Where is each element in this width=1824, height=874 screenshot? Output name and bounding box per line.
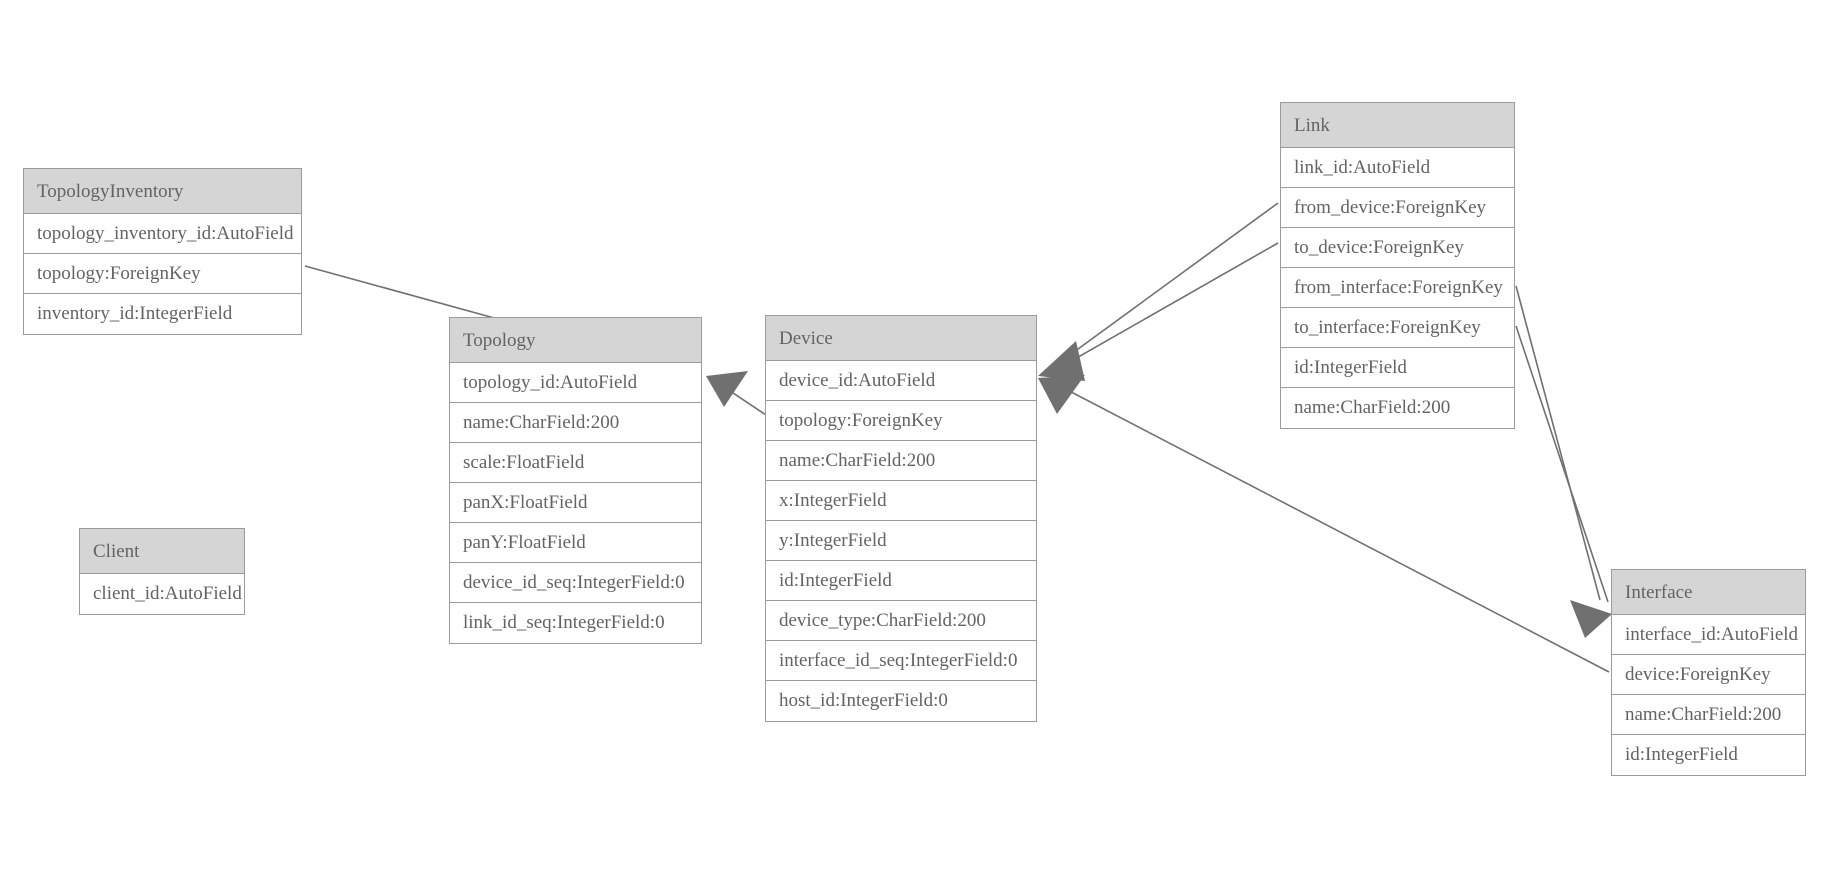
entity-field-row[interactable]: panX:FloatField (450, 483, 701, 523)
entity-field-row[interactable]: panY:FloatField (450, 523, 701, 563)
entity-field-row[interactable]: topology_inventory_id:AutoField (24, 214, 301, 254)
entity-field-row[interactable]: client_id:AutoField (80, 574, 244, 614)
entity-field-row[interactable]: name:CharField:200 (766, 441, 1036, 481)
entity-field-row[interactable]: id:IntegerField (1281, 348, 1514, 388)
entity-field-row[interactable]: scale:FloatField (450, 443, 701, 483)
entity-field-row[interactable]: from_interface:ForeignKey (1281, 268, 1514, 308)
entity-field-row[interactable]: to_interface:ForeignKey (1281, 308, 1514, 348)
edge-device-topology (706, 371, 767, 416)
entity-title-device: Device (766, 316, 1036, 361)
entity-field-row[interactable]: device_id_seq:IntegerField:0 (450, 563, 701, 603)
entity-field-row[interactable]: topology:ForeignKey (24, 254, 301, 294)
entity-field-row[interactable]: host_id:IntegerField:0 (766, 681, 1036, 721)
entity-field-row[interactable]: inventory_id:IntegerField (24, 294, 301, 334)
entity-title-interface: Interface (1612, 570, 1805, 615)
entity-field-row[interactable]: to_device:ForeignKey (1281, 228, 1514, 268)
entity-field-row[interactable]: link_id:AutoField (1281, 148, 1514, 188)
edge-link-from_interface (1515, 285, 1601, 601)
edge-link-from_device (1051, 202, 1279, 369)
entity-field-row[interactable]: y:IntegerField (766, 521, 1036, 561)
entity-field-row[interactable]: id:IntegerField (766, 561, 1036, 601)
entity-field-row[interactable]: name:CharField:200 (450, 403, 701, 443)
entity-title-client: Client (80, 529, 244, 574)
entity-field-row[interactable]: from_device:ForeignKey (1281, 188, 1514, 228)
entity-field-row[interactable]: x:IntegerField (766, 481, 1036, 521)
entity-field-row[interactable]: device:ForeignKey (1612, 655, 1805, 695)
entity-field-row[interactable]: link_id_seq:IntegerField:0 (450, 603, 701, 643)
entity-field-row[interactable]: device_id:AutoField (766, 361, 1036, 401)
entity-field-row[interactable]: id:IntegerField (1612, 735, 1805, 775)
edge-link-to_device (1051, 242, 1279, 373)
edge-link-to_interface (1515, 325, 1609, 603)
entity-field-row[interactable]: interface_id:AutoField (1612, 615, 1805, 655)
entity-field-row[interactable]: name:CharField:200 (1281, 388, 1514, 428)
entity-field-row[interactable]: topology:ForeignKey (766, 401, 1036, 441)
entity-field-row[interactable]: name:CharField:200 (1612, 695, 1805, 735)
entity-field-row[interactable]: interface_id_seq:IntegerField:0 (766, 641, 1036, 681)
entity-field-row[interactable]: topology_id:AutoField (450, 363, 701, 403)
entity-field-row[interactable]: device_type:CharField:200 (766, 601, 1036, 641)
arrowhead-interface (1570, 600, 1612, 638)
entity-title-topology: Topology (450, 318, 701, 363)
entity-title-topologyinventory: TopologyInventory (24, 169, 301, 214)
arrowhead-device-cluster (1038, 341, 1085, 414)
entity-title-link: Link (1281, 103, 1514, 148)
